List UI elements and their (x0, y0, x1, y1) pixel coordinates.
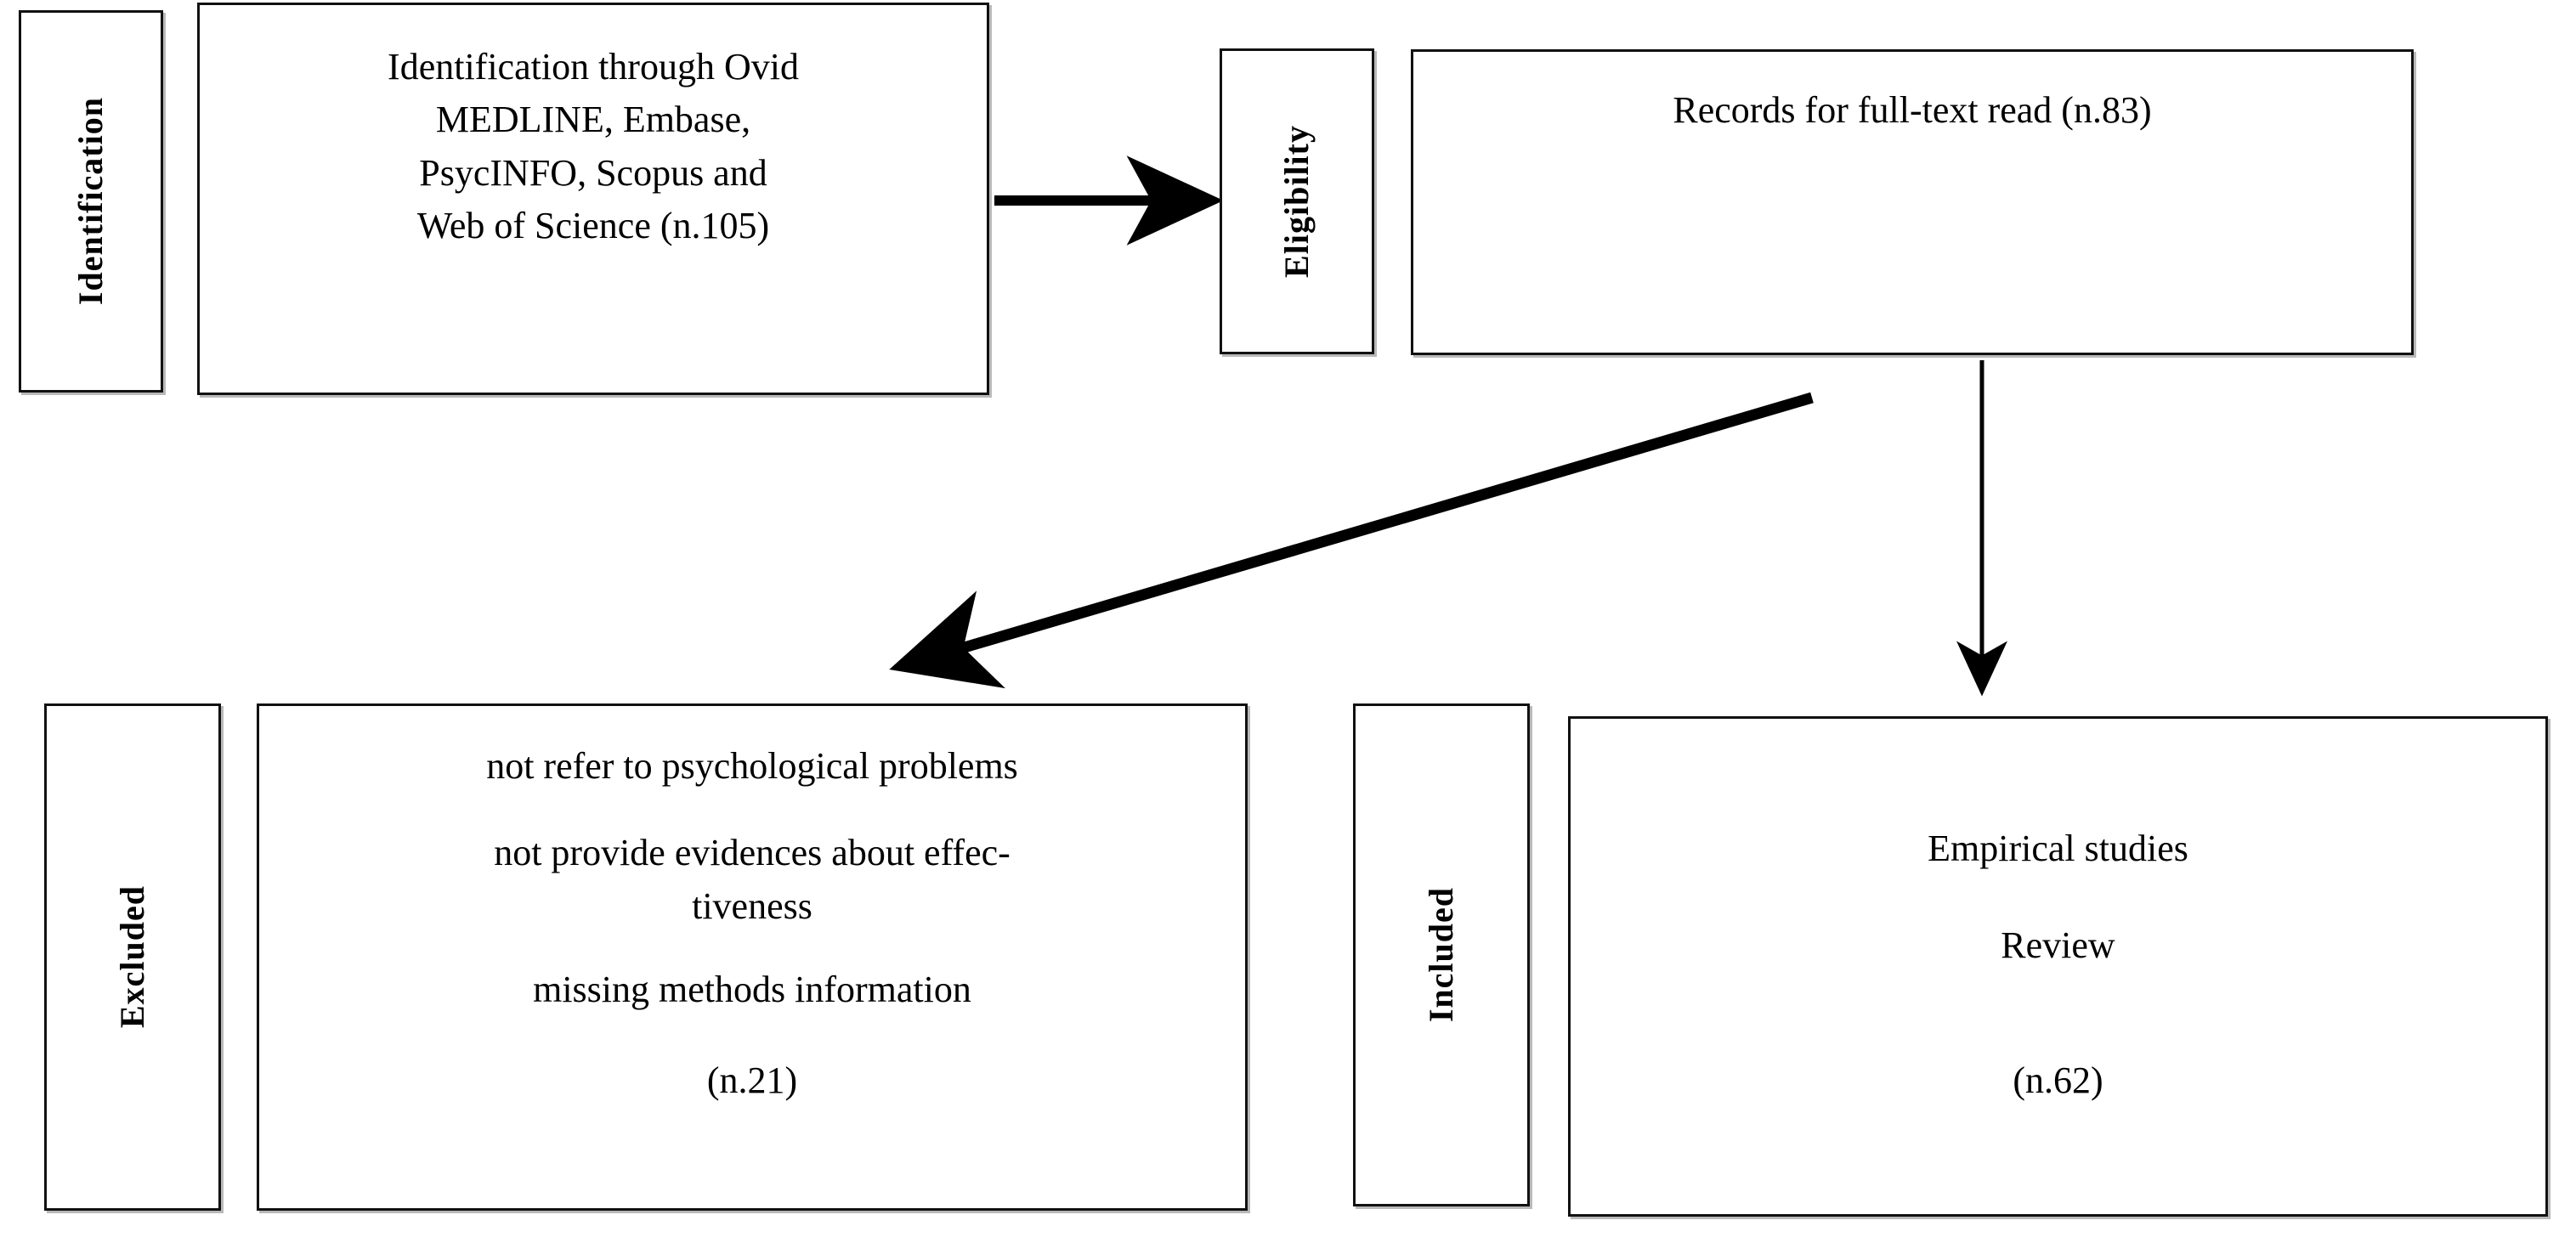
stage-label-eligibility-text: Eligibility (1277, 125, 1316, 278)
identification-content-text: Identification through Ovid MEDLINE, Emb… (388, 46, 799, 247)
excluded-reason-2: not provide evidences about effec- tiven… (494, 832, 1011, 927)
stage-label-included-text: Included (1422, 887, 1460, 1023)
excluded-count: (n.21) (706, 1059, 798, 1101)
stage-content-eligibility: Records for full-text read (n.83) (1411, 49, 2414, 355)
arrow-eligibility-to-excluded (889, 392, 1814, 689)
stage-content-included: Empirical studies Review (n.62) (1568, 716, 2548, 1217)
included-count: (n.62) (2013, 1059, 2103, 1101)
included-item-2: Review (2001, 924, 2115, 967)
stage-label-eligibility: Eligibility (1220, 48, 1374, 354)
stage-label-excluded-text: Excluded (113, 885, 151, 1029)
stage-content-excluded: not refer to psychological problems not … (257, 703, 1248, 1211)
stage-label-identification-text: Identification (71, 97, 110, 306)
excluded-reason-1: not refer to psychological problems (486, 745, 1018, 787)
stage-label-included: Included (1353, 703, 1530, 1206)
eligibility-content-text: Records for full-text read (n.83) (1673, 89, 2152, 131)
included-item-1: Empirical studies (1928, 828, 2188, 869)
stage-label-excluded: Excluded (44, 703, 221, 1211)
excluded-reason-3: missing methods information (533, 969, 971, 1011)
stage-label-identification: Identification (19, 10, 163, 393)
stage-content-identification: Identification through Ovid MEDLINE, Emb… (197, 3, 989, 395)
